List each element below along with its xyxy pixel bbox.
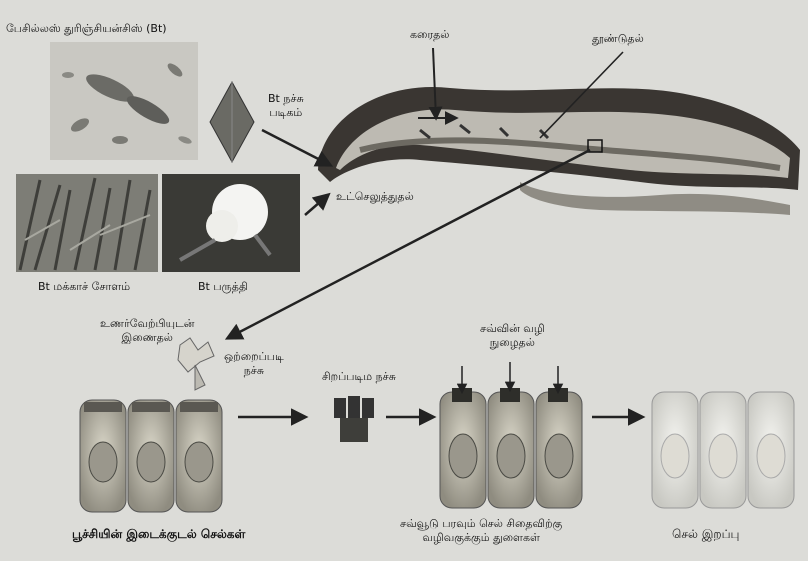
dissolving-label: கரைதல் (410, 28, 449, 42)
membrane-entry-label: சவ்வின் வழி நுழைதல் (480, 322, 545, 350)
bt-bacteria-title: பேசில்லஸ் துரிஞ்சியன்சிஸ் (Bt) (6, 22, 167, 36)
bt-cotton-label: Bt பருத்தி (198, 280, 248, 294)
oligomer-toxin-label: சிறப்படிம நச்சு (322, 370, 396, 384)
bt-maize-label: Bt மக்காச் சோளம் (38, 280, 130, 294)
cell-death-label: செல் இறப்பு (672, 527, 739, 541)
activation-label: தூண்டுதல் (592, 32, 644, 46)
bt-toxin-crystal-label: Bt நச்சு படிகம் (268, 92, 304, 120)
gut-cells-group (80, 400, 222, 512)
dead-cells-group (652, 392, 794, 508)
oligomer-toxin-shape (334, 396, 374, 442)
receptor-binding-label: உணர்வேற்பியுடன் இணைதல் (100, 317, 194, 345)
bacteria-micrograph (50, 42, 198, 160)
bt-maize-photo (16, 174, 158, 272)
gut-cells-label: பூச்சியின் இடைக்குடல் செல்கள் (72, 527, 245, 541)
pores-label: சவ்வூடு பரவும் செல் சிதைவிற்கு வழிவகுக்க… (400, 517, 562, 545)
bt-cotton-photo (162, 174, 300, 272)
ingestion-label: உட்செலுத்துதல் (336, 190, 414, 204)
receptor-binding-sketch (178, 338, 214, 390)
single-toxin-label: ஒற்றைப்படி நச்சு (224, 350, 284, 378)
pore-cells-group (440, 362, 582, 508)
